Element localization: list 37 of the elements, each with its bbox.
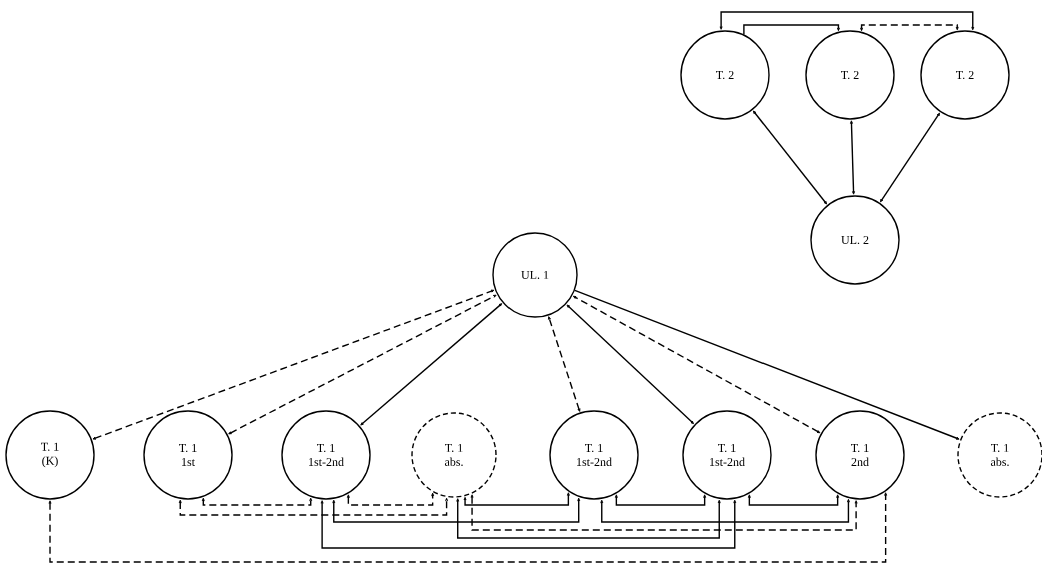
circle-node: T. 1 (K) (5, 410, 95, 500)
arrow (346, 492, 435, 506)
arrow (320, 499, 737, 549)
circle-node: T. 1 1st-2nd (549, 410, 639, 500)
arrow (360, 303, 503, 426)
arrow (743, 24, 840, 36)
arrow (850, 120, 855, 195)
arrow (566, 304, 694, 425)
arrow (719, 11, 975, 31)
circle-node: T. 2 (680, 30, 770, 120)
arrow (614, 494, 707, 506)
arrow (752, 110, 828, 205)
circle-node: T. 2 (920, 30, 1010, 120)
circle-node: T. 1 1st-2nd (281, 410, 371, 500)
circle-node: UL. 2 (810, 195, 900, 285)
arrow (860, 24, 959, 32)
arrow (48, 492, 888, 563)
circle-node: T. 2 (805, 30, 895, 120)
arrow (178, 497, 449, 516)
arrow (574, 289, 960, 440)
arrow (880, 112, 940, 203)
circle-node: T. 1 2nd (815, 410, 905, 500)
circle-node: T. 1 1st-2nd (682, 410, 772, 500)
arrow (747, 494, 840, 506)
arrow (572, 295, 821, 434)
arrow (548, 316, 581, 412)
arrow (201, 497, 313, 506)
circle-node: UL. 1 (492, 232, 578, 318)
arrow (470, 494, 858, 531)
arrow (463, 492, 570, 506)
circle-node: T. 1 abs. (411, 412, 497, 498)
arrow (332, 497, 581, 523)
arrow (228, 294, 497, 435)
circle-node: T. 1 1st (143, 410, 233, 500)
arrow (456, 498, 721, 539)
arrow (600, 498, 850, 523)
arrow (92, 289, 495, 440)
